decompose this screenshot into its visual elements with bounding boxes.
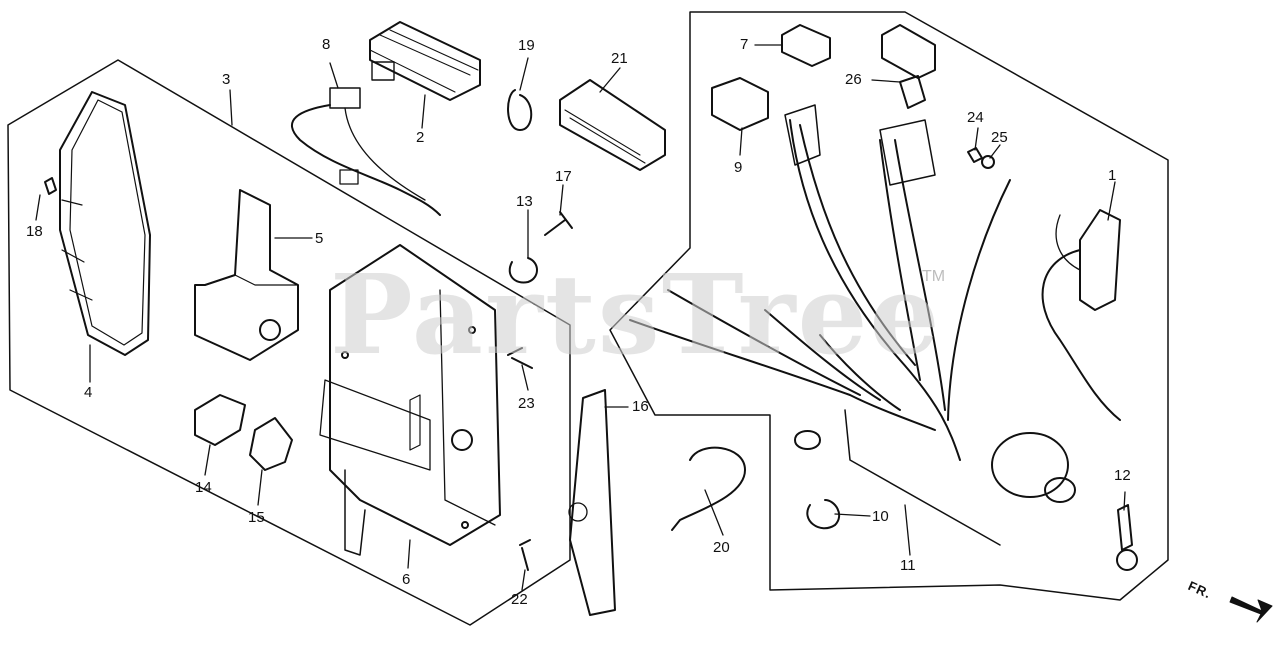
strap-part-20 bbox=[671, 446, 746, 531]
harness-part-8 bbox=[290, 87, 441, 216]
watermark-trademark: TM bbox=[922, 268, 946, 285]
leader-lines bbox=[35, 44, 1126, 591]
screw-part-22 bbox=[519, 539, 531, 571]
callout-12: 12 bbox=[1114, 467, 1131, 484]
callout-21: 21 bbox=[611, 50, 628, 67]
clip-part-10 bbox=[806, 499, 841, 530]
screw-part-18 bbox=[44, 177, 57, 195]
screw-part-23 bbox=[507, 347, 533, 369]
callout-9: 9 bbox=[734, 159, 743, 176]
fuse-cover bbox=[881, 24, 936, 79]
group-outline-left bbox=[7, 59, 571, 626]
main-harness-part-11 bbox=[629, 104, 1011, 461]
connector-part-9 bbox=[711, 77, 769, 131]
callout-1: 1 bbox=[1108, 167, 1117, 184]
group-outline-inner bbox=[844, 409, 1001, 546]
callout-2: 2 bbox=[416, 129, 425, 146]
callout-3: 3 bbox=[222, 71, 231, 88]
switch-part-1 bbox=[1041, 209, 1121, 421]
callout-6: 6 bbox=[402, 571, 411, 588]
callout-17: 17 bbox=[555, 168, 572, 185]
callout-15: 15 bbox=[248, 509, 265, 526]
callout-7: 7 bbox=[740, 36, 749, 53]
control-box-part-6 bbox=[319, 244, 501, 556]
callout-13: 13 bbox=[516, 193, 533, 210]
callout-26: 26 bbox=[845, 71, 862, 88]
callout-25: 25 bbox=[991, 129, 1008, 146]
callout-5: 5 bbox=[315, 230, 324, 247]
callout-23: 23 bbox=[518, 395, 535, 412]
grommet bbox=[794, 430, 821, 450]
solenoid bbox=[991, 432, 1076, 503]
washer-part-25 bbox=[981, 155, 995, 169]
callout-16: 16 bbox=[632, 398, 649, 415]
regulator-part-2 bbox=[369, 21, 481, 101]
group-outline-right bbox=[609, 11, 1169, 601]
breaker-part-14 bbox=[194, 394, 246, 446]
callout-20: 20 bbox=[713, 539, 730, 556]
pouch-part-21 bbox=[559, 79, 666, 171]
outlet-part-15 bbox=[249, 417, 293, 471]
callout-24: 24 bbox=[967, 109, 984, 126]
callout-22: 22 bbox=[511, 591, 528, 608]
key-part-12 bbox=[1116, 504, 1138, 571]
callout-11: 11 bbox=[900, 557, 916, 574]
bolt-part-17 bbox=[544, 211, 573, 236]
nut-part-24 bbox=[967, 147, 983, 163]
callout-14: 14 bbox=[195, 479, 212, 496]
callout-19: 19 bbox=[518, 37, 535, 54]
callout-18: 18 bbox=[26, 223, 43, 240]
clamp-part-13 bbox=[508, 257, 538, 284]
callout-8: 8 bbox=[322, 36, 331, 53]
cover-part-4 bbox=[59, 91, 151, 356]
callout-4: 4 bbox=[84, 384, 93, 401]
front-direction-arrow bbox=[1229, 596, 1273, 623]
clip-part-19 bbox=[507, 89, 533, 131]
fuse-part-26 bbox=[899, 75, 926, 109]
bracket-part-5 bbox=[194, 189, 299, 361]
relay-part-7 bbox=[781, 24, 831, 67]
callout-10: 10 bbox=[872, 508, 889, 525]
plate-part-16 bbox=[568, 389, 616, 616]
